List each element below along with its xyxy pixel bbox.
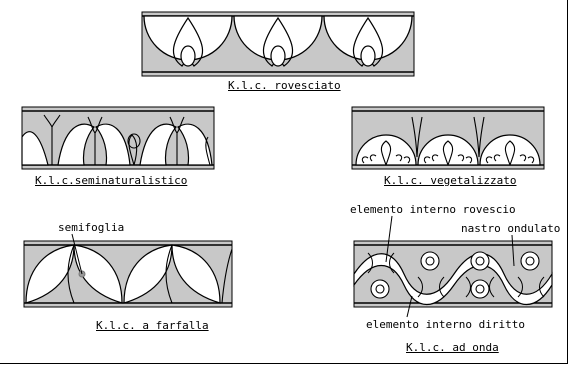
frieze-onda (354, 241, 552, 307)
frieze-vegetalizzato (352, 107, 544, 169)
caption-rovesciato: K.l.c. rovesciato (228, 79, 341, 92)
caption-seminaturalistico: K.l.c.seminaturalistico (35, 174, 187, 187)
annotation-semifoglia: semifoglia (58, 221, 124, 234)
frieze-rovesciato (142, 12, 414, 76)
caption-vegetalizzato: K.l.c. vegetalizzato (384, 174, 516, 187)
annotation-elemento-interno-rovescio: elemento interno rovescio (350, 203, 516, 216)
frieze-farfalla (24, 241, 232, 307)
frieze-seminaturalistico (22, 107, 214, 169)
annotation-nastro-ondulato: nastro ondulato (461, 222, 560, 235)
annotation-elemento-interno-diritto: elemento interno diritto (366, 318, 525, 331)
caption-farfalla: K.l.c. a farfalla (96, 319, 209, 332)
caption-onda: K.l.c. ad onda (406, 341, 499, 354)
